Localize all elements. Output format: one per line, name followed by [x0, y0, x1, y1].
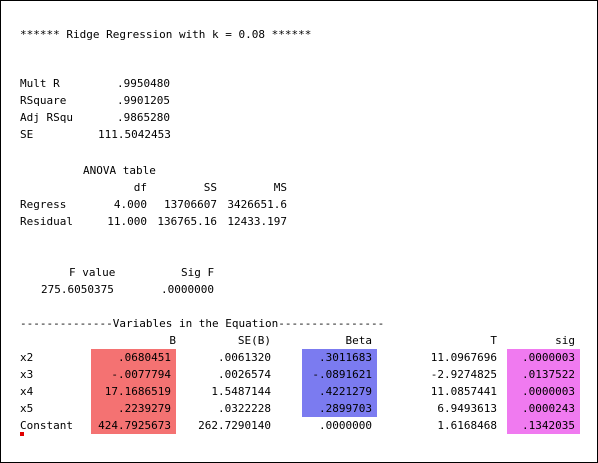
eq-cell-t: 6.9493613	[437, 402, 497, 415]
eq-header-t: T	[490, 334, 497, 347]
anova-row-label: Residual	[20, 215, 73, 228]
anova-title: ANOVA table	[83, 164, 156, 177]
eq-cell-beta: .4221279	[302, 383, 377, 400]
eq-cell-sig: .0000003	[507, 349, 580, 366]
anova-cell-ss: 13706607	[164, 198, 217, 211]
eq-header-beta: Beta	[345, 334, 373, 347]
eq-cell-seb: 262.7290140	[198, 419, 271, 432]
stat-label-rsquare: RSquare	[20, 94, 67, 107]
stat-value-se: 111.5042453	[98, 128, 171, 141]
eq-var-label: x2	[20, 351, 34, 364]
eq-cell-b: .0680451	[91, 349, 176, 366]
sig-f-label: Sig F	[181, 266, 215, 279]
anova-row-label: Regress	[20, 198, 67, 211]
sig-f-value: .0000000	[161, 283, 214, 296]
eq-cell-sig: .0000003	[507, 383, 580, 400]
stat-label-se: SE	[20, 128, 34, 141]
anova-cell-df: 11.000	[107, 215, 147, 228]
eq-header-b: B	[169, 334, 176, 347]
anova-cell-ms: 3426651.6	[227, 198, 287, 211]
eq-header-seb: SE(B)	[237, 334, 271, 347]
anova-cell-ss: 136765.16	[157, 215, 217, 228]
eq-cell-beta: .3011683	[302, 349, 377, 366]
eq-var-label: x4	[20, 385, 34, 398]
anova-header-ss: SS	[203, 181, 217, 194]
eq-cell-sig: .1342035	[507, 417, 580, 434]
eq-header-sig: sig	[555, 334, 575, 347]
equation-heading: --------------Variables in the Equation-…	[20, 317, 385, 330]
eq-cell-b: -.0077794	[91, 366, 176, 383]
eq-cell-beta: .2899703	[302, 400, 377, 417]
eq-cell-t: -2.9274825	[430, 368, 497, 381]
eq-var-label: Constant	[20, 419, 73, 432]
eq-cell-beta: -.0891621	[302, 366, 377, 383]
eq-cell-b: 424.7925673	[91, 417, 176, 434]
f-value: 275.6050375	[41, 283, 114, 296]
anova-cell-df: 4.000	[113, 198, 147, 211]
anova-header-ms: MS	[273, 181, 287, 194]
eq-cell-seb: .0026574	[218, 368, 271, 381]
stat-label-adj-rsqu: Adj RSqu	[20, 111, 73, 124]
stat-value-adj-rsqu: .9865280	[117, 111, 170, 124]
eq-var-label: x5	[20, 402, 34, 415]
stat-label-mult-r: Mult R	[20, 77, 60, 90]
eq-cell-seb: 1.5487144	[211, 385, 271, 398]
stat-value-rsquare: .9901205	[117, 94, 170, 107]
anova-cell-ms: 12433.197	[227, 215, 287, 228]
eq-cell-sig: .0000243	[507, 400, 580, 417]
eq-cell-seb: .0322228	[218, 402, 271, 415]
eq-cell-b: 17.1686519	[91, 383, 176, 400]
stat-value-mult-r: .9950480	[117, 77, 170, 90]
f-value-label: F value	[69, 266, 116, 279]
output-title: ****** Ridge Regression with k = 0.08 **…	[20, 28, 312, 41]
eq-cell-t: 11.0967696	[430, 351, 497, 364]
eq-cell-t: 1.6168468	[437, 419, 497, 432]
eq-cell-b: .2239279	[91, 400, 176, 417]
eq-cell-sig: .0137522	[507, 366, 580, 383]
eq-var-label: x3	[20, 368, 34, 381]
eq-cell-beta: .0000000	[319, 419, 372, 432]
cursor-marker	[20, 432, 24, 436]
eq-cell-seb: .0061320	[218, 351, 271, 364]
eq-cell-t: 11.0857441	[430, 385, 497, 398]
anova-header-df: df	[133, 181, 147, 194]
